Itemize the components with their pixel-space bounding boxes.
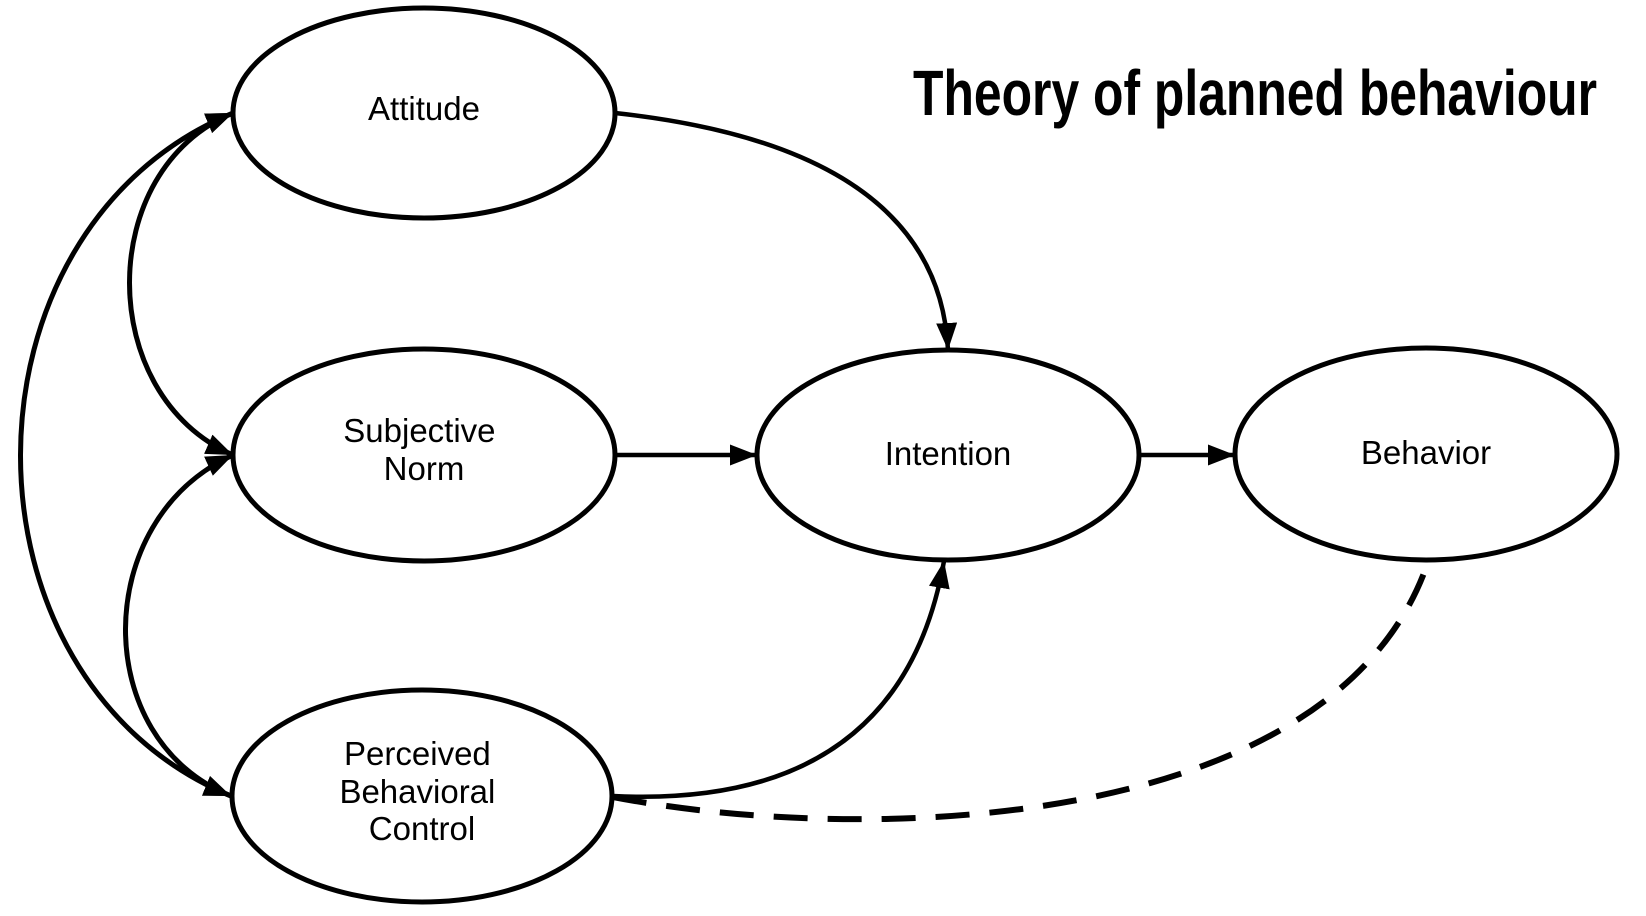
- arc-attitude-pbc: [18, 110, 234, 799]
- node-perceived-behavioral-control: Perceived Behavioral Control: [229, 687, 615, 905]
- pbc-line1: Perceived: [344, 735, 491, 772]
- arc-attitude-subjective-norm: [127, 110, 234, 458]
- pbc-ellipse: [229, 687, 615, 905]
- node-intention: Intention: [754, 347, 1142, 563]
- attitude-label: Attitude: [368, 90, 480, 127]
- node-attitude: Attitude: [230, 5, 618, 221]
- intention-label: Intention: [885, 435, 1012, 472]
- arc-subjective-norm-pbc: [123, 452, 235, 799]
- subjective-norm-ellipse: [230, 346, 618, 564]
- attitude-ellipse: [230, 5, 618, 221]
- diagram-title: Theory of planned behaviour: [913, 57, 1597, 129]
- behavior-ellipse: [1232, 345, 1620, 563]
- edge-pbc-intention: [612, 560, 950, 799]
- pbc-line3: Control: [369, 810, 475, 847]
- intention-ellipse: [754, 347, 1142, 563]
- pbc-label: Perceived Behavioral Control: [339, 735, 504, 847]
- edge-attitude-intention: [614, 110, 958, 351]
- subjective-norm-line2: Norm: [384, 450, 465, 487]
- node-subjective-norm: Subjective Norm: [230, 346, 618, 564]
- edge-pbc-behavior-dashed: [612, 561, 1431, 823]
- pbc-line2: Behavioral: [339, 773, 495, 810]
- behavior-label: Behavior: [1361, 434, 1491, 471]
- subjective-norm-label: Subjective Norm: [343, 412, 504, 487]
- subjective-norm-line1: Subjective: [343, 412, 495, 449]
- node-behavior: Behavior: [1232, 345, 1620, 563]
